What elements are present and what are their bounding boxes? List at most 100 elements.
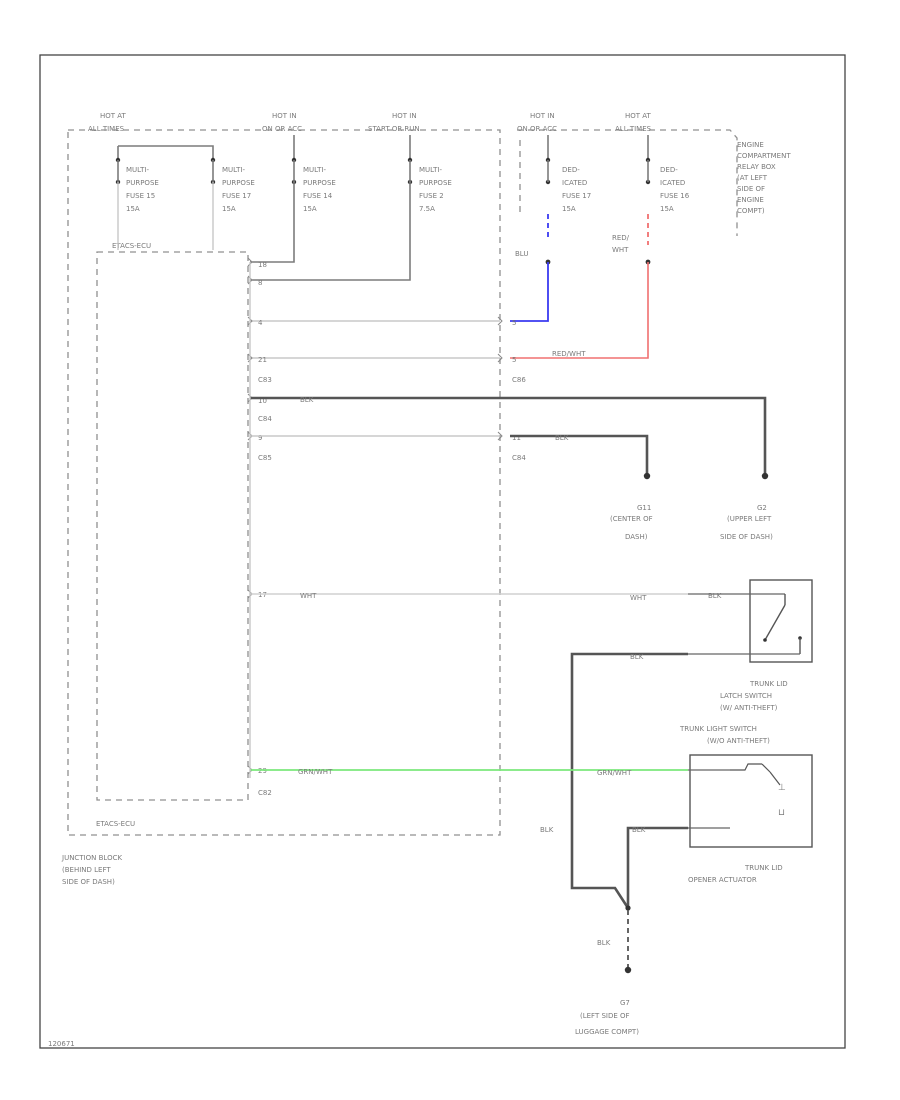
junction-label-line: SIDE OF DASH)	[62, 878, 115, 886]
hot-on-acc-1: HOT IN	[272, 112, 297, 120]
ded17-line: ICATED	[562, 179, 587, 187]
fuse2-line: 7.5A	[419, 205, 435, 213]
red-wht-label-1: RED/	[612, 234, 630, 242]
multi-purpose-fuse-17: MULTI- PURPOSE FUSE 17 15A	[210, 157, 255, 213]
multi-purpose-fuse-15: MULTI- PURPOSE FUSE 15 15A	[115, 157, 159, 213]
fuse17-line: 15A	[222, 205, 236, 213]
relay-box-line: SIDE OF	[737, 185, 765, 193]
g11-line: (CENTER OF	[610, 515, 653, 523]
grn-wht-label-left: GRN/WHT	[298, 768, 333, 776]
pin-17: 17	[258, 591, 267, 599]
connector-c84: C84	[258, 415, 272, 423]
hot-start-run-2: START OR RUN	[368, 125, 420, 133]
g7-line: (LEFT SIDE OF	[580, 1012, 630, 1020]
ground-g2-label: G2 (UPPER LEFT SIDE OF DASH)	[720, 504, 773, 541]
g7-ground-dot	[624, 966, 632, 974]
g2-ground-dot	[761, 472, 769, 480]
g11-ground-dot	[643, 472, 651, 480]
fuse17-line: FUSE 17	[222, 192, 251, 200]
etacs-ecu-bottom-label: ETACS-ECU	[96, 820, 135, 828]
ded17-line: 15A	[562, 205, 576, 213]
latch-line: LATCH SWITCH	[720, 692, 772, 700]
fuse2-line: MULTI-	[419, 166, 442, 174]
fuse17-line: MULTI-	[222, 166, 245, 174]
hot-all-times-left-2: ALL TIMES	[88, 125, 125, 133]
g11-line: DASH)	[625, 533, 648, 541]
junction-label-line: JUNCTION BLOCK	[61, 854, 122, 862]
trunk-lid-latch-label: TRUNK LID LATCH SWITCH (W/ ANTI-THEFT)	[720, 680, 788, 712]
diagram-frame	[39, 54, 846, 1049]
trunk-lid-opener-label: TRUNK LID OPENER ACTUATOR	[688, 864, 783, 884]
light-sw-line: TRUNK LIGHT SWITCH	[679, 725, 757, 733]
blk-label-g2: BLK	[300, 396, 314, 404]
relay-box-line: RELAY BOX	[737, 163, 776, 171]
fuse14-line: MULTI-	[303, 166, 326, 174]
g2-line: G2	[757, 504, 767, 512]
opener-line: TRUNK LID	[744, 864, 783, 872]
hot-on-acc-right-2: ON OR ACC	[517, 125, 557, 133]
multi-purpose-fuse-14: MULTI- PURPOSE FUSE 14 15A	[291, 135, 336, 213]
dedicated-fuse-16: DED- ICATED FUSE 16 15A	[645, 135, 690, 213]
pin-10: 10	[258, 397, 267, 405]
blk-label-g7: BLK	[597, 939, 611, 947]
fuse14-line: PURPOSE	[303, 179, 336, 187]
connector-c83: C83	[258, 376, 272, 384]
g7-line: G7	[620, 999, 630, 1007]
junction-label-line: (BEHIND LEFT	[62, 866, 111, 874]
relay-box-label: ENGINE COMPARTMENT RELAY BOX (AT LEFT SI…	[737, 141, 791, 215]
fuse15-line: 15A	[126, 205, 140, 213]
blu-wire	[510, 262, 549, 322]
pin-29: 29	[258, 767, 267, 775]
fuse-bus-wire	[118, 145, 214, 160]
dedicated-fuse-17: DED- ICATED FUSE 17 15A	[545, 135, 591, 213]
connector-c85: C85	[258, 454, 272, 462]
fuse15-line: FUSE 15	[126, 192, 155, 200]
relay-box-line: ENGINE	[737, 196, 764, 204]
fuse15-line: PURPOSE	[126, 179, 159, 187]
latch-switch-blk: BLK	[708, 592, 722, 600]
connector-c82: C82	[258, 789, 272, 797]
g7-splice-dot	[625, 905, 631, 911]
relay-box-line: ENGINE	[737, 141, 764, 149]
grn-wht-label-right: GRN/WHT	[597, 769, 632, 777]
etacs-ecu-top-label: ETACS-ECU	[112, 242, 151, 250]
red-wht-wire	[510, 262, 649, 359]
pin-11-c84: 11	[512, 434, 521, 442]
junction-block-boundary	[67, 129, 501, 836]
pin-18: 18	[258, 261, 267, 269]
ded16-line: 15A	[660, 205, 674, 213]
blk-label-latch: BLK	[630, 653, 644, 661]
g2-line: (UPPER LEFT	[727, 515, 772, 523]
fuse14-to-ecu-wire	[250, 182, 295, 263]
g11-line: G11	[637, 504, 651, 512]
blk-label-actuator: BLK	[632, 826, 646, 834]
g2-line: SIDE OF DASH)	[720, 533, 773, 541]
blk-wire-to-g2	[250, 396, 767, 476]
hot-on-acc-2: ON OR ACC	[262, 125, 302, 133]
fuse14-line: FUSE 14	[303, 192, 333, 200]
wht-label-left: WHT	[300, 592, 317, 600]
g7-line: LUGGAGE COMPT)	[575, 1028, 639, 1036]
hot-all-times-right-1: HOT AT	[625, 112, 652, 120]
multi-purpose-fuse-2: MULTI- PURPOSE FUSE 2 7.5A	[407, 135, 452, 213]
ded16-line: DED-	[660, 166, 678, 174]
relay-box-line: (AT LEFT	[737, 174, 768, 182]
fuse15-line: MULTI-	[126, 166, 149, 174]
connector-marks	[247, 257, 503, 775]
ground-g7-label: G7 (LEFT SIDE OF LUGGAGE COMPT)	[575, 999, 639, 1036]
ded17-line: DED-	[562, 166, 580, 174]
power-labels: HOT AT ALL TIMES HOT IN ON OR ACC HOT IN…	[88, 112, 652, 133]
pin-4: 4	[258, 319, 263, 327]
blk-label-g11: BLK	[555, 434, 569, 442]
red-wht-label-2: WHT	[612, 246, 629, 254]
trunk-lid-latch-switch: BLK	[688, 579, 813, 663]
blk-wire-latch-to-g7	[570, 652, 688, 909]
connector-c86: C86	[512, 376, 526, 384]
trunk-light-switch-label: TRUNK LIGHT SWITCH (W/O ANTI-THEFT)	[679, 725, 770, 745]
hot-all-times-right-2: ALL TIMES	[615, 125, 652, 133]
pin-5-right: 5	[512, 319, 516, 327]
relay-box-boundary	[517, 129, 738, 236]
hot-start-run-1: HOT IN	[392, 112, 417, 120]
blu-label-top: BLU	[515, 250, 528, 258]
